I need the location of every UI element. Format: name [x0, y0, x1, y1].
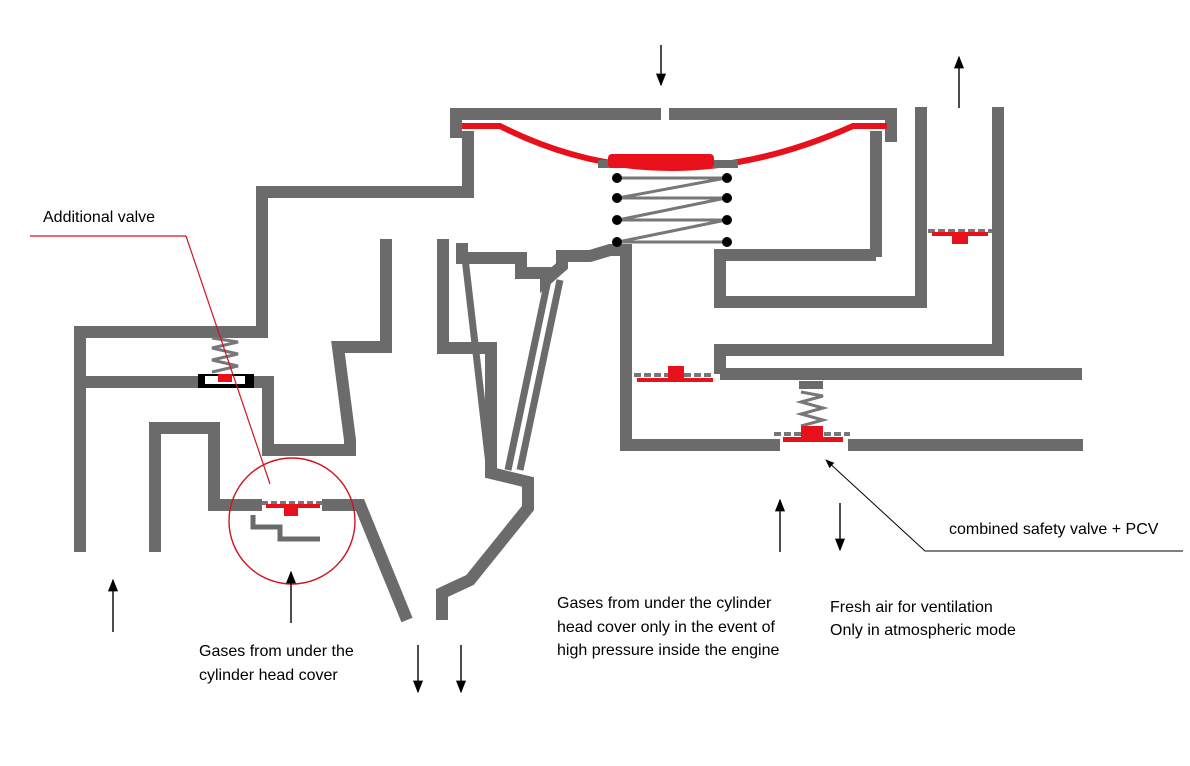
upper-right-valve — [928, 229, 992, 244]
housing-walls — [74, 107, 1083, 623]
gases-cover-line-2: cylinder head cover — [199, 667, 338, 684]
gases-high-pressure-label: Gases from under the cylinder head cover… — [557, 595, 779, 659]
flow-arrows — [107, 45, 965, 694]
fresh-air-line-1: Fresh air for ventilation — [830, 599, 993, 616]
middle-check-valve — [634, 366, 714, 382]
gases-high-line-2: head cover only in the event of — [557, 619, 775, 636]
additional-valve-callout — [30, 235, 356, 585]
gases-high-line-1: Gases from under the cylinder — [557, 595, 772, 612]
combined-valve-label: combined safety valve + PCV — [949, 521, 1159, 538]
combined-safety-valve — [774, 381, 850, 442]
additional-valve — [250, 501, 322, 542]
fresh-air-line-2: Only in atmospheric mode — [830, 622, 1016, 639]
additional-valve-spring — [198, 336, 254, 388]
fresh-air-label: Fresh air for ventilation Only in atmosp… — [830, 599, 1016, 639]
main-spring — [612, 173, 732, 247]
main-diaphragm — [462, 123, 887, 171]
combined-valve-callout — [825, 459, 1183, 552]
additional-valve-label: Additional valve — [43, 209, 155, 226]
gases-cover-label: Gases from under the cylinder head cover — [199, 643, 358, 684]
gases-high-line-3: high pressure inside the engine — [557, 642, 779, 659]
gases-cover-line-1: Gases from under the — [199, 643, 354, 660]
